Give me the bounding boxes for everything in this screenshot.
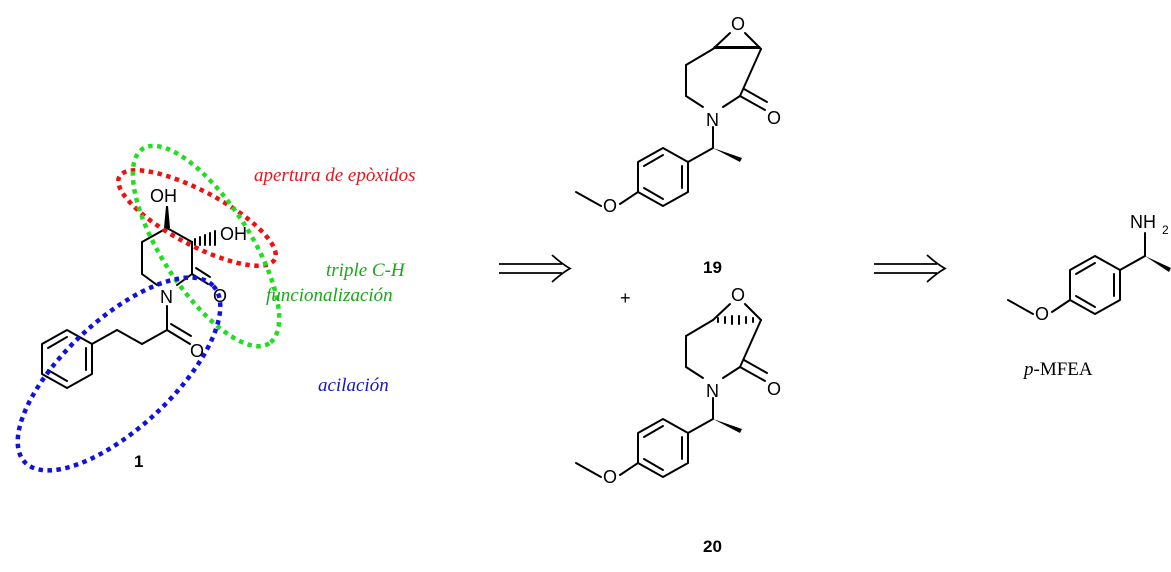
atom-nh-subscript: 2: [1162, 223, 1169, 237]
atom-o: O: [731, 285, 745, 305]
acylation-label: acilación: [318, 375, 389, 396]
compound-number-19: 19: [703, 258, 722, 277]
acylation-ellipse: [15, 275, 223, 473]
ch-functionalization-ellipse: [130, 143, 282, 349]
p-mfea-structure: NH 2 O: [1007, 212, 1171, 324]
atom-o: O: [603, 467, 617, 487]
compound-19-structure: O N O O: [575, 14, 781, 216]
atom-o: O: [767, 379, 781, 399]
amine-name-suffix: -MFEA: [1034, 359, 1093, 380]
atom-n: N: [706, 381, 719, 401]
amine-name-prefix: p: [1022, 359, 1034, 380]
atom-oh: OH: [220, 224, 247, 244]
atom-o: O: [1035, 304, 1049, 324]
atom-n: N: [160, 287, 173, 307]
compound-number-20: 20: [703, 537, 722, 556]
atom-n: N: [706, 110, 719, 130]
atom-o: O: [767, 108, 781, 128]
ch-functionalization-label-line2: funcionalización: [266, 285, 393, 306]
atom-o: O: [731, 14, 745, 34]
compound-1-structure: OH OH N O O: [41, 186, 247, 389]
compound-number-1: 1: [134, 452, 143, 471]
atom-oh: OH: [150, 186, 177, 206]
compound-20-structure: O N O O: [575, 285, 781, 487]
atom-o: O: [603, 196, 617, 216]
plus-sign: +: [620, 288, 631, 308]
epoxide-opening-ellipse: [116, 168, 278, 268]
amine-name: p-MFEA: [1022, 359, 1093, 380]
hashed-bond: [194, 230, 216, 246]
retrosynthetic-arrow: [874, 254, 947, 283]
epoxide-opening-label: apertura de epòxidos: [254, 165, 415, 186]
ch-functionalization-label-line1: triple C-H: [326, 260, 406, 281]
atom-nh: NH: [1130, 212, 1156, 232]
atom-o: O: [190, 341, 204, 361]
retrosynthetic-arrow: [499, 254, 572, 283]
